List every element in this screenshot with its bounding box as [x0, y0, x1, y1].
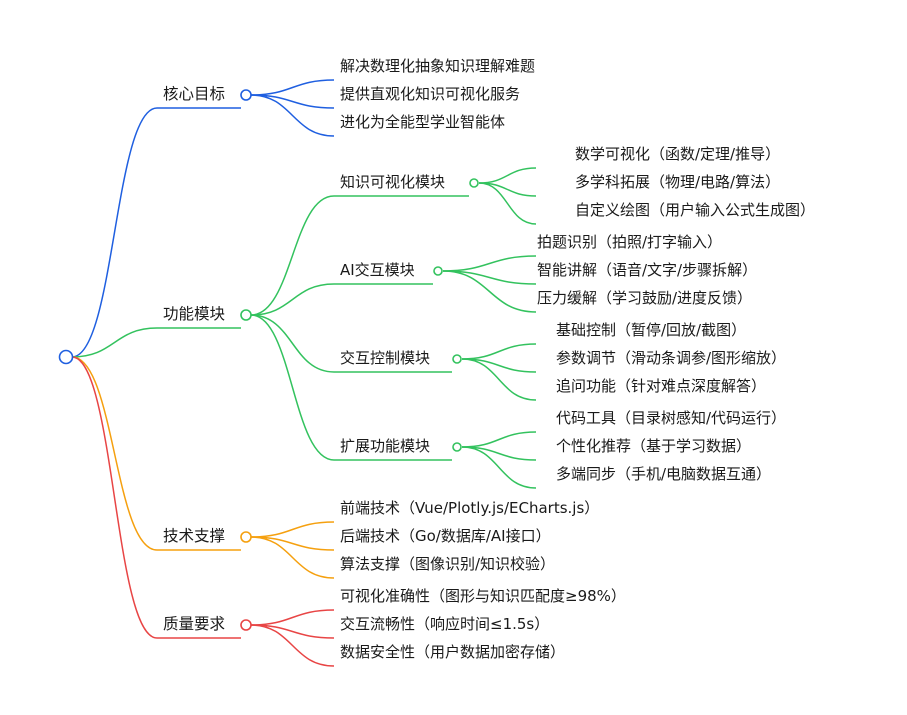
branch-node-2: [240, 531, 252, 543]
leaf-label-2-2: 算法支撑（图像识别/知识校验）: [340, 555, 555, 573]
branch-label-2: 技术支撑: [163, 527, 225, 545]
module-node-2: [452, 354, 462, 364]
leaf-link-3-2: [250, 624, 335, 667]
leaf-label-1-2: 压力缓解（学习鼓励/进度反馈）: [537, 289, 752, 307]
module-link-2: [250, 314, 335, 373]
leaf-link-0-1: [250, 94, 335, 109]
branch-label-1: 功能模块: [163, 305, 225, 323]
leaf-label-3-0: 代码工具（目录树感知/代码运行）: [556, 409, 786, 427]
leaf-link-2-0: [250, 521, 335, 538]
leaf-label-0-0: 解决数理化抽象知识理解难题: [340, 57, 535, 75]
root-link-2: [71, 356, 158, 551]
leaf-link-2-2: [461, 358, 537, 401]
leaf-label-3-1: 个性化推荐（基于学习数据）: [556, 437, 751, 455]
leaf-label-3-0: 可视化准确性（图形与知识匹配度≥98%）: [340, 587, 626, 605]
leaf-link-0-0: [250, 79, 335, 96]
leaf-link-3-0: [461, 431, 537, 448]
leaf-link-3-1: [461, 446, 537, 461]
branch-node-3: [240, 619, 252, 631]
root-link-3: [71, 356, 158, 639]
module-label-3: 扩展功能模块: [340, 437, 430, 455]
leaf-link-3-2: [461, 446, 537, 489]
branch-node-0: [240, 89, 252, 101]
leaf-label-2-2: 追问功能（针对难点深度解答）: [556, 377, 766, 395]
leaf-label-0-1: 提供直观化知识可视化服务: [340, 85, 520, 103]
module-label-2: 交互控制模块: [340, 349, 430, 367]
leaf-label-0-1: 多学科拓展（物理/电路/算法）: [575, 173, 780, 191]
leaf-label-1-0: 拍题识别（拍照/打字输入）: [537, 233, 722, 251]
leaf-link-3-1: [250, 624, 335, 639]
leaf-link-1-1: [442, 270, 537, 285]
module-node-1: [433, 266, 443, 276]
branch-node-1: [240, 309, 252, 321]
leaf-link-0-0: [478, 167, 537, 184]
leaf-link-2-0: [461, 343, 537, 360]
leaf-label-2-1: 参数调节（滑动条调参/图形缩放）: [556, 349, 786, 367]
leaf-link-1-0: [442, 255, 537, 272]
leaf-label-2-1: 后端技术（Go/数据库/AI接口）: [340, 527, 551, 545]
leaf-label-3-2: 多端同步（手机/电脑数据互通）: [556, 465, 771, 483]
leaf-label-0-0: 数学可视化（函数/定理/推导）: [575, 145, 780, 163]
leaf-link-2-1: [250, 536, 335, 551]
leaf-label-3-2: 数据安全性（用户数据加密存储）: [340, 643, 565, 661]
module-label-1: AI交互模块: [340, 261, 415, 279]
root-node: [58, 349, 74, 365]
leaf-label-3-1: 交互流畅性（响应时间≤1.5s）: [340, 615, 549, 633]
leaf-link-3-0: [250, 609, 335, 626]
module-node-0: [469, 178, 479, 188]
leaf-label-2-0: 基础控制（暂停/回放/截图）: [556, 321, 746, 339]
root-link-1: [71, 327, 158, 358]
leaf-link-0-2: [478, 182, 537, 225]
leaf-label-1-1: 智能讲解（语音/文字/步骤拆解）: [537, 261, 757, 279]
branch-label-0: 核心目标: [163, 85, 225, 103]
root-link-0: [71, 107, 158, 358]
module-link-3: [250, 314, 335, 461]
module-link-0: [250, 195, 335, 316]
branch-label-3: 质量要求: [163, 615, 225, 633]
module-link-1: [250, 283, 335, 316]
leaf-link-1-2: [442, 270, 537, 313]
leaf-label-2-0: 前端技术（Vue/Plotly.js/ECharts.js）: [340, 499, 599, 517]
leaf-link-2-2: [250, 536, 335, 579]
leaf-label-0-2: 进化为全能型学业智能体: [340, 113, 505, 131]
leaf-link-0-2: [250, 94, 335, 137]
module-node-3: [452, 442, 462, 452]
module-label-0: 知识可视化模块: [340, 173, 445, 191]
leaf-label-0-2: 自定义绘图（用户输入公式生成图）: [575, 201, 815, 219]
leaf-link-2-1: [461, 358, 537, 373]
